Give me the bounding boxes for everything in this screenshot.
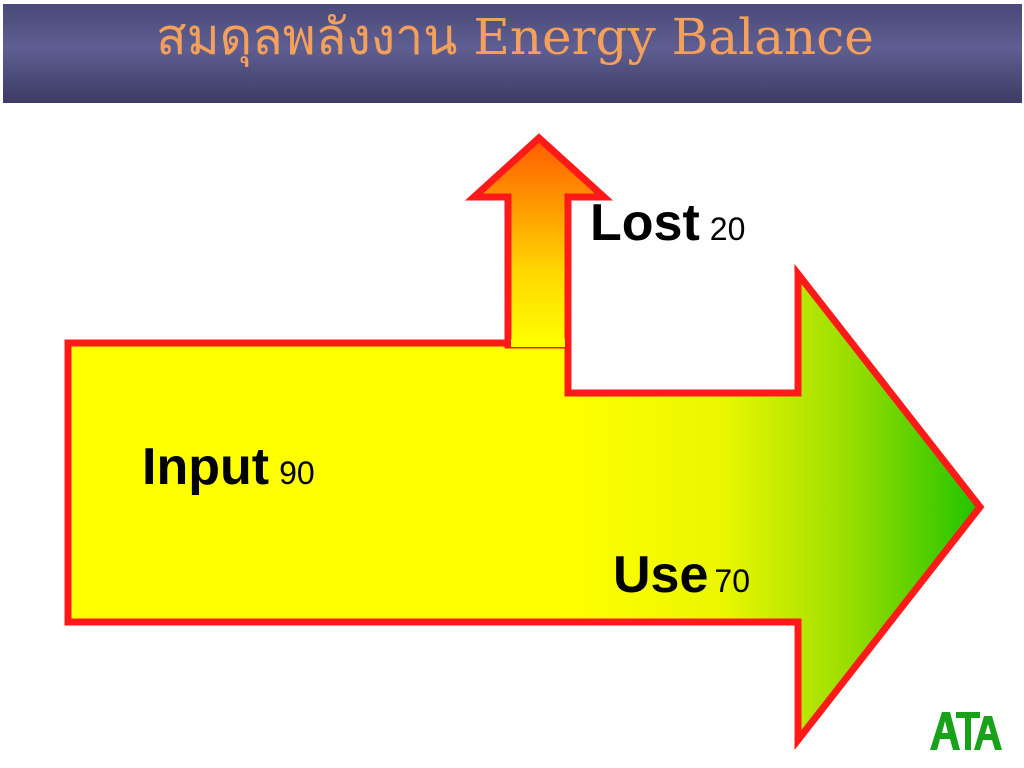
use-label-text: Use <box>613 546 709 604</box>
use-value: 70 <box>714 563 750 599</box>
ata-logo-icon <box>930 712 1002 750</box>
arrow-joint <box>511 339 565 347</box>
input-value: 90 <box>279 455 315 491</box>
slide-title: สมดุลพลังงาน Energy Balance <box>156 8 874 66</box>
main-flow-arrow <box>64 263 985 751</box>
lost-arrow <box>464 133 614 349</box>
lost-value: 20 <box>709 211 746 247</box>
title-bar: สมดุลพลังงาน Energy Balance <box>3 4 1022 103</box>
input-label-text: Input <box>142 438 270 496</box>
lost-label-text: Lost <box>590 194 700 252</box>
